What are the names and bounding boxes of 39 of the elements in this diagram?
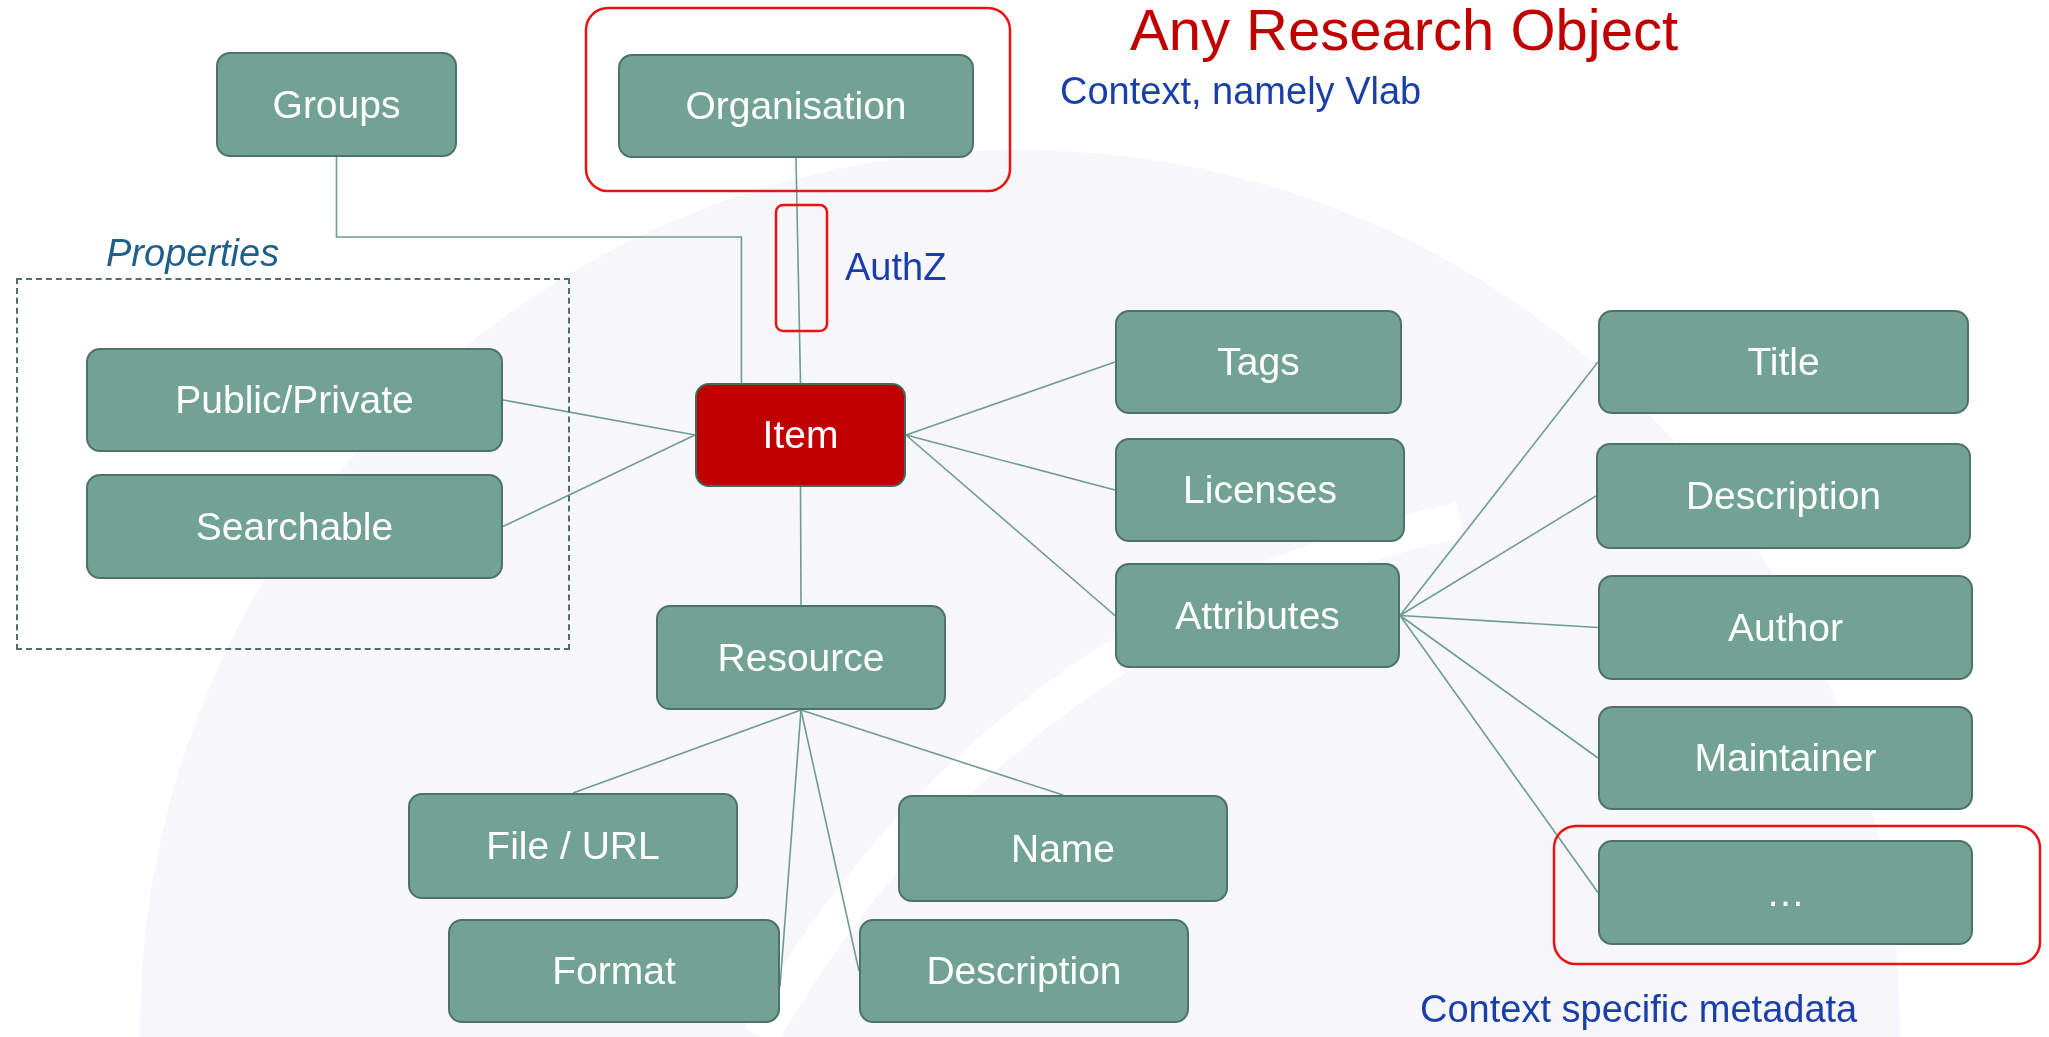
connector-line	[905, 434, 1116, 491]
connector-line	[502, 399, 696, 436]
process-box: Attributes	[1115, 563, 1400, 668]
central-box: Item	[695, 383, 906, 487]
connector-line	[795, 157, 802, 384]
connector-line	[1399, 361, 1599, 617]
connector-line	[799, 486, 802, 606]
process-box: Resource	[656, 605, 946, 710]
group-heading: Properties	[106, 232, 280, 275]
connector-line	[572, 709, 802, 794]
process-box: Description	[1596, 443, 1971, 549]
connector-line	[800, 709, 860, 972]
process-box: …	[1598, 840, 1973, 945]
annotation-text: Context specific metadata	[1420, 988, 1858, 1031]
process-box: Tags	[1115, 310, 1402, 414]
process-box: Name	[898, 795, 1228, 902]
process-box: Title	[1598, 310, 1969, 414]
process-box: Format	[448, 919, 780, 1023]
connector-line	[905, 361, 1116, 436]
connector-line	[800, 709, 1064, 796]
process-box: Organisation	[618, 54, 974, 158]
process-box: Public/Private	[86, 348, 503, 452]
connector-line	[1399, 495, 1597, 617]
process-box: File / URL	[408, 793, 738, 899]
connector-line	[502, 434, 696, 528]
process-box: Description	[859, 919, 1189, 1023]
process-box: Author	[1598, 575, 1973, 680]
process-box: Maintainer	[1598, 706, 1973, 810]
annotation-text: AuthZ	[845, 246, 947, 289]
process-box: Licenses	[1115, 438, 1405, 542]
diagram-title: Any Research Object	[1130, 0, 1679, 63]
connector-line	[1399, 614, 1599, 894]
process-box: Groups	[216, 52, 457, 157]
connector-line	[1399, 614, 1599, 759]
annotation-text: Context, namely Vlab	[1060, 70, 1422, 113]
process-box: Searchable	[86, 474, 503, 579]
connector-line	[335, 156, 743, 384]
connector-line	[905, 434, 1116, 617]
connector-line	[1399, 614, 1599, 629]
